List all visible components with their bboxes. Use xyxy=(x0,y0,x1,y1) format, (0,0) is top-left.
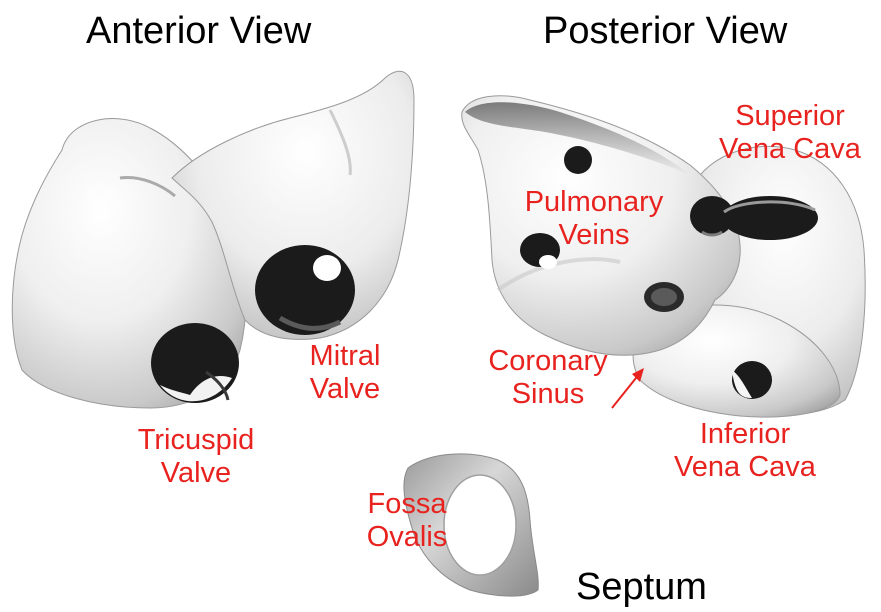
mitral-valve-opening xyxy=(255,245,355,335)
tricuspid-valve-label-line2: Valve xyxy=(116,457,276,490)
coronary-sinus-label-line1: Coronary xyxy=(468,345,628,378)
fossa-ovalis-label-line2: Ovalis xyxy=(352,521,462,554)
mitral-valve-label-line1: Mitral xyxy=(290,340,400,373)
septum-title: Septum xyxy=(576,568,707,606)
mitral-valve-label-line2: Valve xyxy=(290,373,400,406)
fossa-ovalis-label: Fossa Ovalis xyxy=(352,488,462,554)
inferior-vena-cava-label-line2: Vena Cava xyxy=(650,451,840,484)
tricuspid-valve-opening xyxy=(151,323,239,403)
superior-vena-cava-label-line1: Superior xyxy=(705,100,875,133)
fossa-ovalis-label-line1: Fossa xyxy=(352,488,462,521)
pulmonary-veins-label-line1: Pulmonary xyxy=(508,186,680,219)
tricuspid-valve-label: Tricuspid Valve xyxy=(116,424,276,490)
mitral-valve-label: Mitral Valve xyxy=(290,340,400,406)
inferior-vena-cava-label: Inferior Vena Cava xyxy=(650,418,840,484)
tricuspid-valve-label-line1: Tricuspid xyxy=(116,424,276,457)
superior-vena-cava-opening xyxy=(722,196,818,240)
pulmonary-veins-label-line2: Veins xyxy=(508,219,680,252)
inferior-vena-cava-label-line1: Inferior xyxy=(650,418,840,451)
superior-vena-cava-label-line2: Vena Cava xyxy=(705,133,875,166)
anterior-view-title: Anterior View xyxy=(86,12,311,50)
pulmonary-vein-opening-upper xyxy=(564,146,592,174)
posterior-view-title: Posterior View xyxy=(543,12,787,50)
inferior-vena-cava-opening xyxy=(732,361,772,399)
superior-vena-cava-label: Superior Vena Cava xyxy=(705,100,875,166)
coronary-sinus-label: Coronary Sinus xyxy=(468,345,628,411)
pulmonary-vein-opening-lower xyxy=(644,282,684,312)
pulmonary-veins-label: Pulmonary Veins xyxy=(508,186,680,252)
coronary-sinus-label-line2: Sinus xyxy=(468,378,628,411)
